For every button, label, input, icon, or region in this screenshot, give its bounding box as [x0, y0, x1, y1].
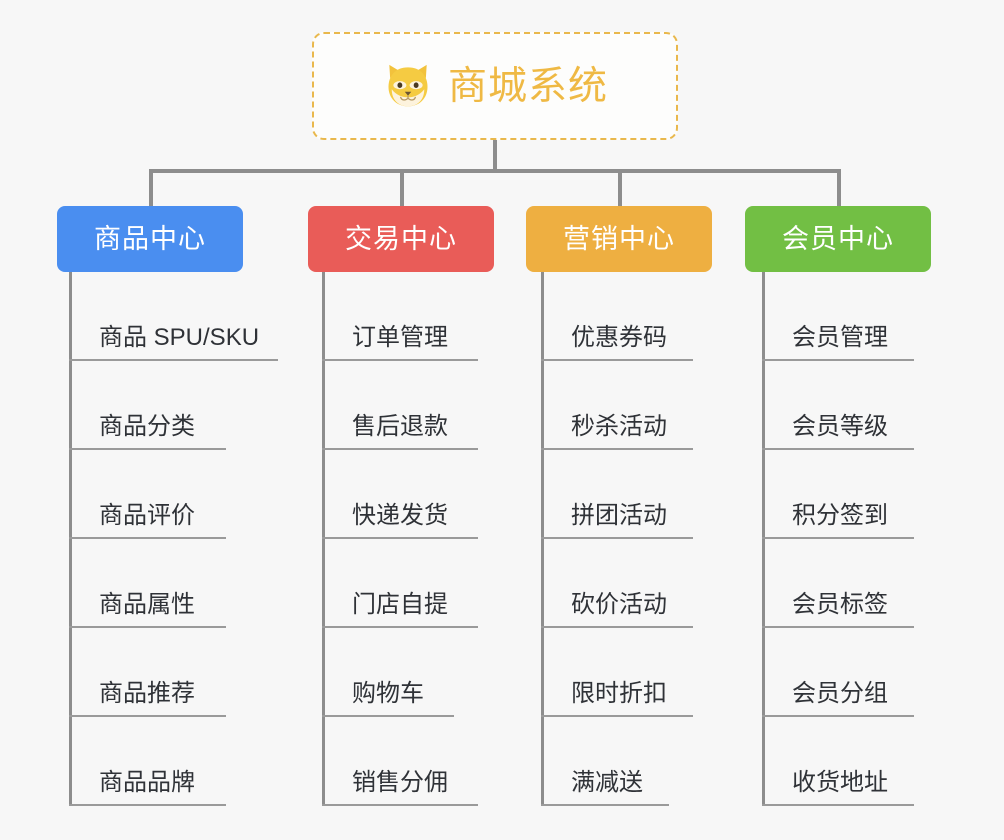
category-label: 交易中心 [345, 223, 457, 254]
leaf-item-underline [69, 448, 226, 450]
category-box-2[interactable]: 交易中心 [308, 206, 494, 272]
leaf-item[interactable]: 会员标签 [762, 539, 914, 628]
leaf-item-label: 会员管理 [792, 324, 888, 351]
leaf-item-label: 商品属性 [99, 591, 195, 618]
leaf-item-label: 订单管理 [352, 324, 448, 351]
leaf-spine [541, 272, 544, 806]
leaf-item-underline [762, 804, 914, 806]
leaf-item[interactable]: 商品评价 [69, 450, 259, 539]
leaf-column-4: 会员管理会员等级积分签到会员标签会员分组收货地址 [762, 272, 914, 806]
leaf-item-label: 会员等级 [792, 413, 888, 440]
leaf-item[interactable]: 会员分组 [762, 628, 914, 717]
leaf-item-underline [322, 715, 454, 717]
leaf-item[interactable]: 优惠券码 [541, 272, 693, 361]
leaf-item-label: 会员标签 [792, 591, 888, 618]
leaf-item-label: 商品推荐 [99, 680, 195, 707]
leaf-item[interactable]: 订单管理 [322, 272, 478, 361]
leaf-item-underline [541, 359, 693, 361]
leaf-item[interactable]: 满减送 [541, 717, 669, 806]
leaf-column-2: 订单管理售后退款快递发货门店自提购物车销售分佣 [322, 272, 478, 806]
leaf-item-underline [762, 448, 914, 450]
leaf-item-label: 优惠券码 [571, 324, 667, 351]
leaf-item-underline [69, 804, 226, 806]
leaf-item-underline [69, 537, 226, 539]
leaf-item-underline [541, 626, 693, 628]
leaf-item-label: 秒杀活动 [571, 413, 667, 440]
leaf-item-label: 砍价活动 [571, 591, 667, 618]
leaf-item-underline [762, 537, 914, 539]
leaf-item-label: 商品评价 [99, 502, 195, 529]
leaf-item[interactable]: 积分签到 [762, 450, 914, 539]
leaf-item-label: 售后退款 [352, 413, 448, 440]
leaf-item-label: 购物车 [352, 680, 424, 707]
leaf-item[interactable]: 商品 SPU/SKU [69, 272, 278, 361]
leaf-item-underline [762, 715, 914, 717]
leaf-spine [322, 272, 325, 806]
category-label: 营销中心 [563, 223, 675, 254]
leaf-item-underline [322, 359, 478, 361]
leaf-item-label: 积分签到 [792, 502, 888, 529]
connector-drop-4 [837, 169, 841, 208]
leaf-item-underline [69, 359, 278, 361]
leaf-item-underline [322, 448, 478, 450]
leaf-item-underline [541, 715, 693, 717]
leaf-item[interactable]: 售后退款 [322, 361, 478, 450]
connector-horizontal-bus [149, 169, 841, 173]
category-label: 商品中心 [94, 223, 206, 254]
leaf-spine [69, 272, 72, 806]
leaf-item-underline [322, 626, 478, 628]
category-box-1[interactable]: 商品中心 [57, 206, 243, 272]
leaf-item-label: 商品分类 [99, 413, 195, 440]
connector-drop-1 [149, 169, 153, 208]
leaf-item-label: 拼团活动 [571, 502, 667, 529]
leaf-spine [762, 272, 765, 806]
leaf-column-1: 商品 SPU/SKU 商品分类商品评价商品属性商品推荐商品品牌 [69, 272, 278, 806]
leaf-item-underline [69, 715, 226, 717]
leaf-item[interactable]: 门店自提 [322, 539, 478, 628]
root-title: 商城系统 [447, 64, 608, 108]
leaf-item-label: 销售分佣 [352, 769, 448, 796]
leaf-item-underline [322, 804, 478, 806]
connector-root-stem [493, 140, 497, 172]
leaf-item-label: 限时折扣 [571, 680, 667, 707]
leaf-item-underline [762, 626, 914, 628]
leaf-item[interactable]: 销售分佣 [322, 717, 478, 806]
leaf-item[interactable]: 收货地址 [762, 717, 914, 806]
leaf-item[interactable]: 会员管理 [762, 272, 914, 361]
leaf-item-underline [541, 537, 693, 539]
category-box-4[interactable]: 会员中心 [745, 206, 931, 272]
leaf-item-underline [69, 626, 226, 628]
leaf-item-label: 快递发货 [352, 502, 448, 529]
leaf-item-label: 商品品牌 [99, 769, 195, 796]
connector-drop-2 [400, 169, 404, 208]
leaf-item-label: 门店自提 [352, 591, 448, 618]
category-label: 会员中心 [782, 223, 894, 254]
leaf-item-label: 满减送 [571, 769, 643, 796]
connector-drop-3 [618, 169, 622, 208]
leaf-item[interactable]: 商品属性 [69, 539, 259, 628]
leaf-item[interactable]: 商品推荐 [69, 628, 259, 717]
leaf-item[interactable]: 商品品牌 [69, 717, 259, 806]
leaf-item[interactable]: 拼团活动 [541, 450, 693, 539]
leaf-item-label: 收货地址 [792, 769, 888, 796]
leaf-item[interactable]: 会员等级 [762, 361, 914, 450]
leaf-item-label: 商品 SPU/SKU [99, 324, 260, 351]
leaf-item[interactable]: 购物车 [322, 628, 454, 717]
leaf-item[interactable]: 砍价活动 [541, 539, 693, 628]
leaf-item[interactable]: 秒杀活动 [541, 361, 693, 450]
leaf-column-3: 优惠券码秒杀活动拼团活动砍价活动限时折扣满减送 [541, 272, 693, 806]
leaf-item[interactable]: 商品分类 [69, 361, 259, 450]
leaf-item-underline [322, 537, 478, 539]
root-node-mall-system[interactable]: 商城系统 [312, 32, 678, 140]
shiba-dog-icon [388, 64, 428, 107]
leaf-item[interactable]: 快递发货 [322, 450, 478, 539]
leaf-item-label: 会员分组 [792, 680, 888, 707]
leaf-item-underline [541, 448, 693, 450]
category-box-3[interactable]: 营销中心 [526, 206, 712, 272]
leaf-item[interactable]: 限时折扣 [541, 628, 693, 717]
leaf-item-underline [541, 804, 669, 806]
leaf-item-underline [762, 359, 914, 361]
